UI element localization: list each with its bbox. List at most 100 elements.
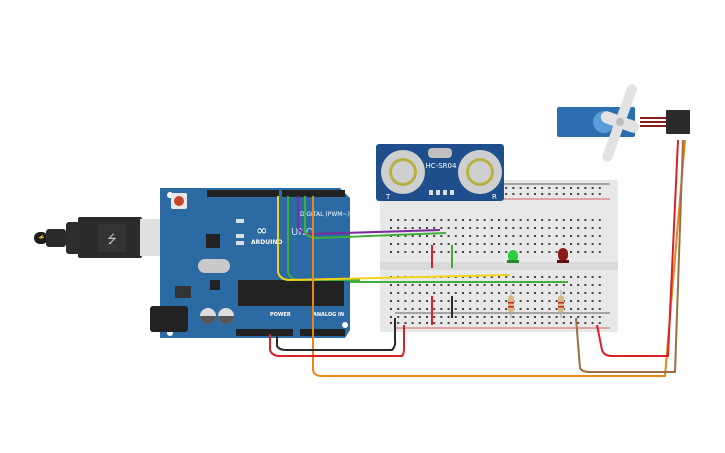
breadboard-hole[interactable] bbox=[418, 219, 421, 221]
breadboard-hole[interactable] bbox=[469, 235, 472, 237]
breadboard-hole[interactable] bbox=[548, 219, 551, 221]
breadboard-hole[interactable] bbox=[526, 219, 529, 221]
breadboard-hole[interactable] bbox=[570, 235, 572, 237]
breadboard-hole[interactable] bbox=[447, 235, 450, 237]
breadboard-hole[interactable] bbox=[577, 316, 580, 318]
breadboard-hole[interactable] bbox=[490, 322, 493, 324]
breadboard-hole[interactable] bbox=[411, 308, 414, 310]
breadboard-hole[interactable] bbox=[555, 193, 558, 195]
servo-connector[interactable] bbox=[666, 110, 690, 134]
breadboard-hole[interactable] bbox=[577, 308, 580, 310]
breadboard-hole[interactable] bbox=[447, 243, 450, 245]
breadboard-hole[interactable] bbox=[591, 219, 594, 221]
breadboard-hole[interactable] bbox=[498, 276, 500, 278]
breadboard-hole[interactable] bbox=[548, 193, 551, 195]
breadboard-hole[interactable] bbox=[534, 219, 536, 221]
breadboard-hole[interactable] bbox=[390, 227, 392, 229]
led-red[interactable] bbox=[557, 248, 569, 263]
breadboard-hole[interactable] bbox=[519, 284, 522, 286]
breadboard-hole[interactable] bbox=[483, 284, 486, 286]
breadboard-hole[interactable] bbox=[454, 251, 457, 253]
breadboard-hole[interactable] bbox=[577, 251, 580, 253]
breadboard-hole[interactable] bbox=[404, 308, 407, 310]
breadboard-hole[interactable] bbox=[591, 292, 594, 294]
breadboard-hole[interactable] bbox=[519, 219, 522, 221]
breadboard-hole[interactable] bbox=[418, 284, 421, 286]
breadboard-hole[interactable] bbox=[512, 292, 515, 294]
breadboard-hole[interactable] bbox=[577, 322, 580, 324]
breadboard-hole[interactable] bbox=[534, 243, 536, 245]
breadboard-hole[interactable] bbox=[541, 284, 544, 286]
breadboard-hole[interactable] bbox=[447, 292, 450, 294]
breadboard-hole[interactable] bbox=[426, 292, 428, 294]
breadboard-hole[interactable] bbox=[562, 219, 565, 221]
breadboard-hole[interactable] bbox=[555, 235, 558, 237]
breadboard-hole[interactable] bbox=[577, 276, 580, 278]
breadboard-hole[interactable] bbox=[397, 251, 400, 253]
breadboard-hole[interactable] bbox=[404, 316, 407, 318]
breadboard-hole[interactable] bbox=[433, 300, 436, 302]
breadboard-hole[interactable] bbox=[426, 308, 428, 310]
breadboard-hole[interactable] bbox=[598, 243, 601, 245]
breadboard-hole[interactable] bbox=[505, 300, 508, 302]
breadboard-hole[interactable] bbox=[476, 316, 479, 318]
breadboard-hole[interactable] bbox=[584, 193, 587, 195]
wire-purple[interactable] bbox=[297, 196, 441, 236]
breadboard-hole[interactable] bbox=[462, 322, 464, 324]
breadboard-hole[interactable] bbox=[526, 276, 529, 278]
breadboard-hole[interactable] bbox=[534, 322, 536, 324]
breadboard-hole[interactable] bbox=[397, 227, 400, 229]
breadboard-hole[interactable] bbox=[476, 243, 479, 245]
breadboard-hole[interactable] bbox=[476, 235, 479, 237]
breadboard-hole[interactable] bbox=[512, 187, 515, 189]
breadboard-hole[interactable] bbox=[469, 243, 472, 245]
breadboard-hole[interactable] bbox=[555, 276, 558, 278]
breadboard-hole[interactable] bbox=[397, 243, 400, 245]
breadboard-hole[interactable] bbox=[483, 227, 486, 229]
breadboard-hole[interactable] bbox=[397, 300, 400, 302]
breadboard-hole[interactable] bbox=[469, 300, 472, 302]
breadboard-hole[interactable] bbox=[570, 193, 572, 195]
breadboard-hole[interactable] bbox=[411, 316, 414, 318]
breadboard-hole[interactable] bbox=[490, 251, 493, 253]
breadboard-hole[interactable] bbox=[541, 235, 544, 237]
breadboard-hole[interactable] bbox=[577, 193, 580, 195]
breadboard-hole[interactable] bbox=[498, 219, 500, 221]
breadboard-hole[interactable] bbox=[519, 235, 522, 237]
breadboard-hole[interactable] bbox=[433, 227, 436, 229]
breadboard-hole[interactable] bbox=[397, 284, 400, 286]
breadboard-hole[interactable] bbox=[526, 251, 529, 253]
breadboard-hole[interactable] bbox=[598, 251, 601, 253]
breadboard-hole[interactable] bbox=[469, 322, 472, 324]
breadboard-hole[interactable] bbox=[447, 284, 450, 286]
breadboard-hole[interactable] bbox=[598, 193, 601, 195]
breadboard-hole[interactable] bbox=[519, 308, 522, 310]
breadboard-hole[interactable] bbox=[512, 284, 515, 286]
breadboard-hole[interactable] bbox=[555, 316, 558, 318]
breadboard-hole[interactable] bbox=[447, 300, 450, 302]
breadboard-hole[interactable] bbox=[476, 300, 479, 302]
breadboard-hole[interactable] bbox=[454, 284, 457, 286]
breadboard-hole[interactable] bbox=[433, 308, 436, 310]
breadboard-hole[interactable] bbox=[548, 251, 551, 253]
breadboard-hole[interactable] bbox=[505, 316, 508, 318]
breadboard-hole[interactable] bbox=[526, 300, 529, 302]
breadboard-hole[interactable] bbox=[526, 322, 529, 324]
breadboard-hole[interactable] bbox=[454, 308, 457, 310]
breadboard-hole[interactable] bbox=[541, 300, 544, 302]
breadboard-hole[interactable] bbox=[577, 235, 580, 237]
breadboard-hole[interactable] bbox=[570, 187, 572, 189]
breadboard-hole[interactable] bbox=[591, 316, 594, 318]
breadboard-hole[interactable] bbox=[418, 243, 421, 245]
breadboard-hole[interactable] bbox=[505, 292, 508, 294]
breadboard-hole[interactable] bbox=[404, 243, 407, 245]
breadboard-hole[interactable] bbox=[505, 308, 508, 310]
breadboard-hole[interactable] bbox=[447, 251, 450, 253]
breadboard-hole[interactable] bbox=[548, 322, 551, 324]
breadboard-hole[interactable] bbox=[469, 276, 472, 278]
breadboard-hole[interactable] bbox=[390, 308, 392, 310]
breadboard-hole[interactable] bbox=[483, 235, 486, 237]
breadboard-hole[interactable] bbox=[418, 227, 421, 229]
breadboard-hole[interactable] bbox=[454, 316, 457, 318]
breadboard-hole[interactable] bbox=[584, 251, 587, 253]
